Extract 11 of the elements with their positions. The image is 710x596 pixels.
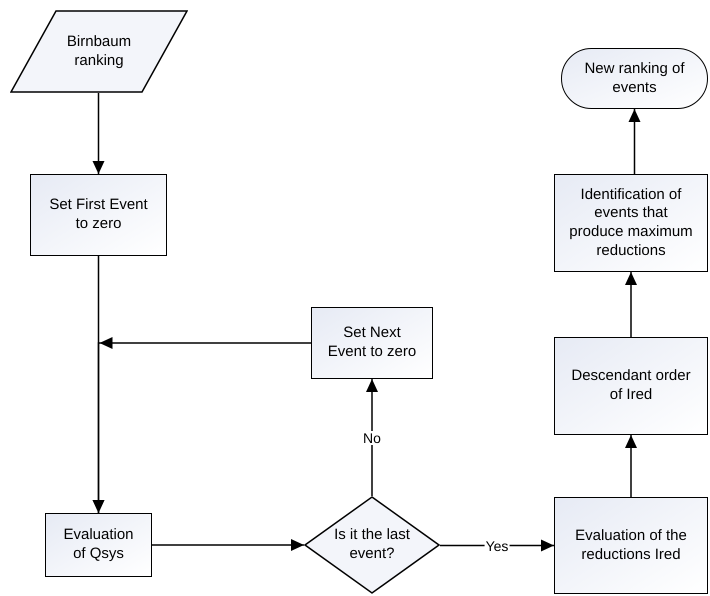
process-box: Evaluation of the reductions Ired	[554, 497, 708, 594]
process-box: Evaluation of Qsys	[45, 513, 152, 577]
decision-text: Is it the last event?	[333, 526, 411, 564]
edge-label: No	[362, 430, 382, 444]
process-box: Identification of events that produce maximum reductions	[554, 174, 708, 272]
process-box: Descendant order of Ired	[554, 337, 708, 435]
process-box: Set First Event to zero	[30, 174, 167, 256]
process-box: Set Next Event to zero	[311, 307, 433, 379]
terminal-box: New ranking of events	[561, 48, 708, 109]
edge-label: Yes	[484, 538, 510, 552]
input-text: Birnbaum ranking	[66, 32, 132, 70]
